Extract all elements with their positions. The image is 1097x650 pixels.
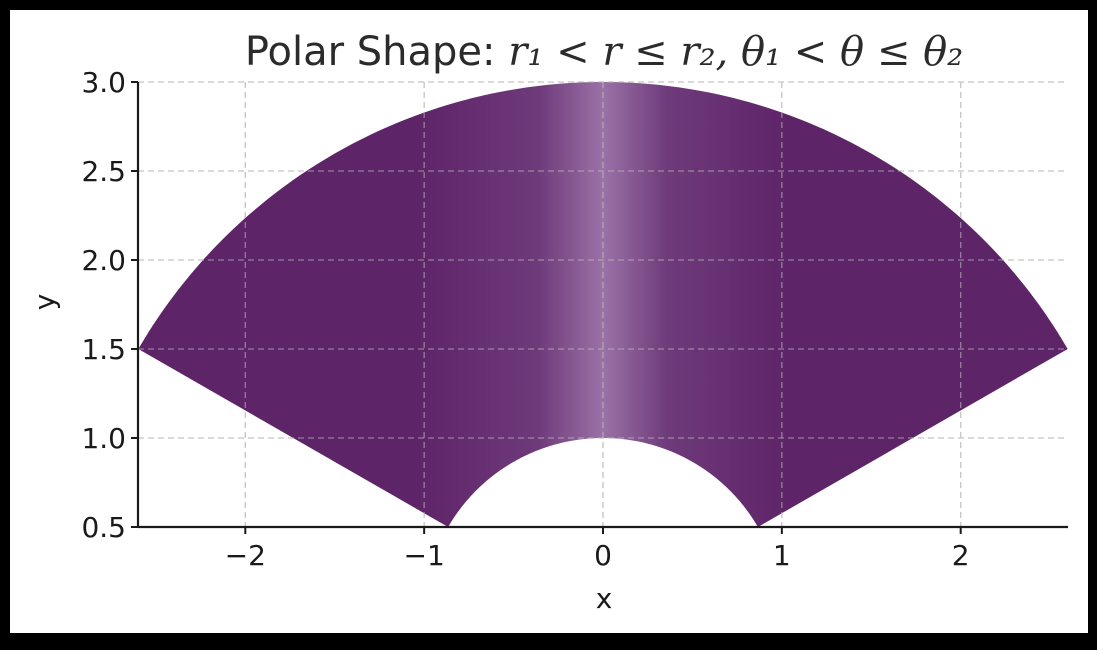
- chart-title-math: r₁ < r ≤ r₂, θ₁ < θ ≤ θ₂: [508, 29, 963, 75]
- x-tick-label: 2: [952, 539, 970, 572]
- x-tick-label: −2: [225, 539, 266, 572]
- chart-title: Polar Shape: r₁ < r ≤ r₂, θ₁ < θ ≤ θ₂: [245, 29, 963, 75]
- x-tick-label: −1: [404, 539, 445, 572]
- y-tick-label: 3.0: [81, 66, 126, 99]
- x-tick-label: 0: [594, 539, 612, 572]
- y-axis-label: y: [28, 294, 61, 311]
- polar-region-chart: −2 −1 0 1 2 0.5 1.0 1.5 2.0 2.5 3.0 Polar Shape: …: [28, 29, 1068, 615]
- x-tick-label: 1: [773, 539, 791, 572]
- x-axis-label: x: [596, 582, 613, 615]
- y-tick-label: 2.0: [81, 244, 126, 277]
- chart-title-prefix: Polar Shape:: [245, 29, 508, 75]
- y-tick-label: 0.5: [81, 511, 126, 544]
- figure: −2 −1 0 1 2 0.5 1.0 1.5 2.0 2.5 3.0 Polar Shape: …: [10, 10, 1088, 633]
- y-axis-ticks: 0.5 1.0 1.5 2.0 2.5 3.0: [81, 66, 138, 544]
- y-tick-label: 1.0: [81, 422, 126, 455]
- x-axis-ticks: −2 −1 0 1 2: [225, 527, 970, 572]
- y-tick-label: 1.5: [81, 333, 126, 366]
- y-tick-label: 2.5: [81, 155, 126, 188]
